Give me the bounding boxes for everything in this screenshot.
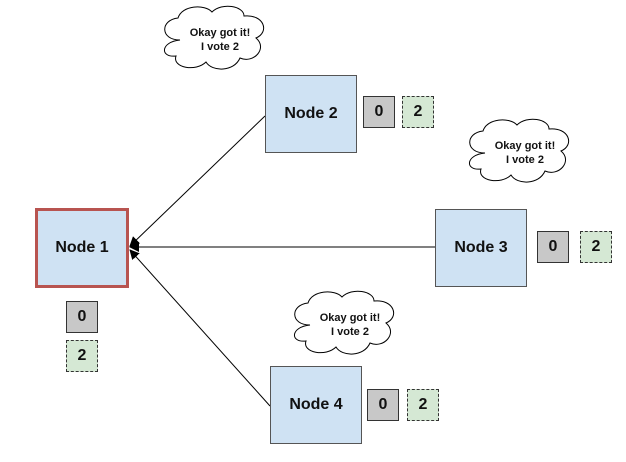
speech-cloud-node2 (164, 5, 265, 70)
node-4-term-badge: 0 (367, 389, 399, 421)
node-1-label: Node 1 (55, 239, 109, 256)
node-2: Node 2 (265, 75, 357, 153)
node-2-label: Node 2 (284, 105, 338, 122)
bubble-line-2: I vote 2 (201, 41, 239, 53)
speech-cloud-node4 (294, 290, 395, 355)
node-3-term-badge: 0 (537, 231, 569, 263)
arrow-node2-to-node1 (129, 115, 266, 247)
node-4: Node 4 (270, 366, 362, 444)
bubble-line-2: I vote 2 (506, 154, 544, 166)
bubble-line-2: I vote 2 (331, 326, 369, 338)
node-1-vote-badge: 2 (66, 340, 98, 372)
bubble-line-1: Okay got it! (319, 312, 381, 324)
node-3-label: Node 3 (454, 239, 508, 256)
node-2-vote-badge: 2 (402, 96, 434, 128)
node-2-term-badge: 0 (363, 96, 395, 128)
speech-bubble-node3: Okay got it! I vote 2 (475, 131, 575, 175)
node-4-label: Node 4 (289, 396, 343, 413)
node-1: Node 1 (35, 208, 129, 288)
speech-bubble-node2: Okay got it! I vote 2 (170, 18, 270, 62)
bubble-line-1: Okay got it! (189, 27, 251, 39)
arrow-node4-to-node1 (129, 249, 271, 407)
speech-bubble-node4: Okay got it! I vote 2 (300, 303, 400, 347)
speech-cloud-node3 (469, 118, 570, 183)
bubble-line-1: Okay got it! (494, 140, 556, 152)
node-1-term-badge: 0 (66, 301, 98, 333)
node-3-vote-badge: 2 (580, 231, 612, 263)
node-4-vote-badge: 2 (407, 389, 439, 421)
node-3: Node 3 (435, 209, 527, 287)
